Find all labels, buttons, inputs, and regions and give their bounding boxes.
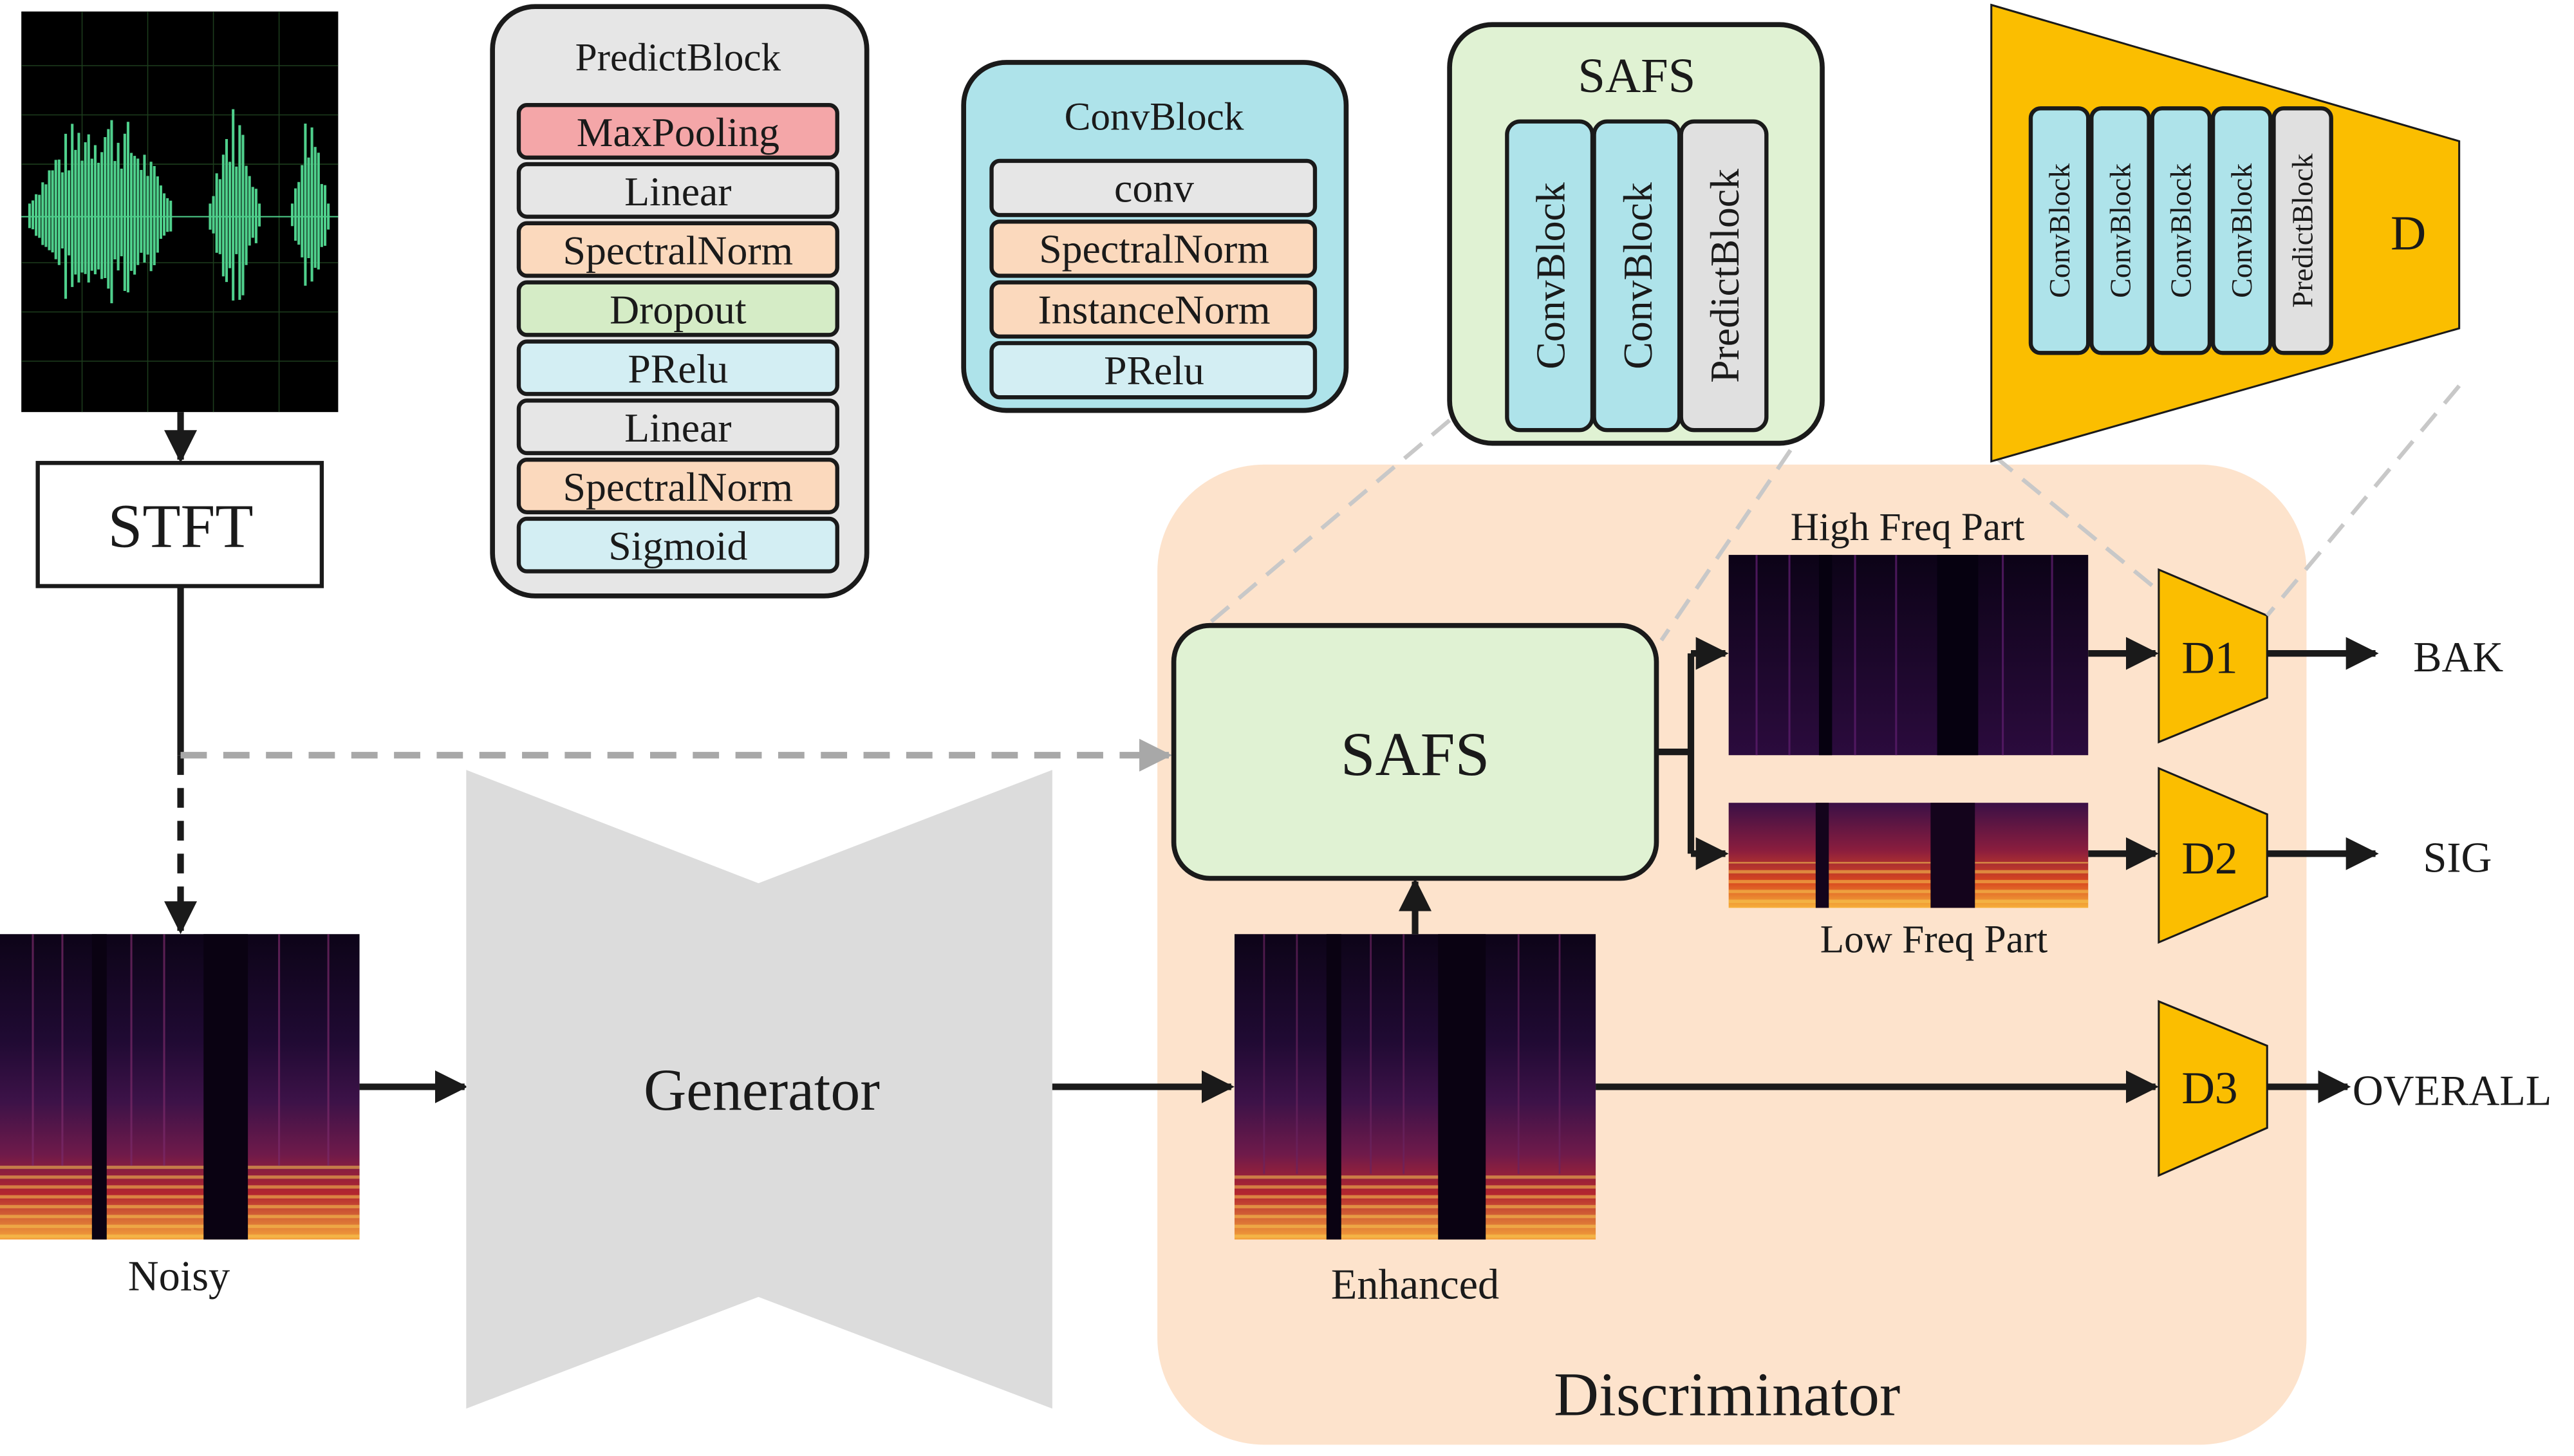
predict-layer: Sigmoid [516, 516, 839, 574]
conv-layer-label: SpectralNorm [1039, 226, 1269, 272]
predict-layer-label: SpectralNorm [563, 228, 794, 274]
d-detail-block: PredictBlock [2271, 106, 2333, 355]
predict-layer-label: Linear [624, 169, 731, 214]
sig-label: SIG [2423, 834, 2492, 881]
stft-label: STFT [107, 491, 253, 560]
safs-zoom-line-left [1205, 418, 1451, 628]
d-detail-block-label: ConvBlock [2043, 163, 2076, 298]
predict-layer-label: SpectralNorm [563, 464, 794, 510]
waveform-image [21, 11, 339, 413]
d-zoom-line-right [2265, 384, 2461, 617]
noisy-spectrogram [0, 934, 360, 1240]
d-detail-block: ConvBlock [2210, 106, 2273, 355]
conv-layer: PRelu [989, 341, 1318, 400]
d-detail-label: D [2391, 206, 2426, 261]
predict-layer: Dropout [516, 280, 839, 337]
d-detail-block-label: ConvBlock [2165, 163, 2197, 298]
predict-layer: SpectralNorm [516, 457, 839, 514]
d3-node: D3 [2158, 1000, 2268, 1177]
predict-block-panel: PredictBlock MaxPoolingLinearSpectralNor… [490, 4, 870, 599]
conv-block-title: ConvBlock [1065, 95, 1244, 138]
overall-label: OVERALL [2353, 1067, 2551, 1114]
d3-label: D3 [2181, 1063, 2237, 1114]
predict-layer: PRelu [516, 339, 839, 397]
predict-layer-label: MaxPooling [577, 109, 779, 155]
predict-layer: MaxPooling [516, 103, 839, 160]
safs-branch-line [1656, 653, 1695, 854]
bak-label: BAK [2413, 634, 2503, 681]
conv-layer: InstanceNorm [989, 280, 1318, 339]
d2-node: D2 [2158, 767, 2268, 944]
enhanced-spectrogram [1234, 934, 1596, 1240]
safs-zoom-line-right [1659, 419, 1813, 642]
predict-layer: Linear [516, 162, 839, 219]
d-detail-block-label: PredictBlock [2286, 153, 2318, 308]
discriminator-label: Discriminator [1554, 1360, 1900, 1429]
safs-detail-block: ConvBlock [1505, 119, 1595, 433]
predict-layer: Linear [516, 398, 839, 456]
safs-detail-block: PredictBlock [1679, 119, 1769, 433]
generator-body [466, 770, 1052, 1409]
d-detail-block-label: ConvBlock [2225, 163, 2258, 298]
conv-layer-label: PRelu [1104, 348, 1204, 393]
conv-layer-label: conv [1114, 165, 1194, 211]
predict-layer-label: Sigmoid [608, 523, 747, 569]
d2-label: D2 [2181, 833, 2237, 884]
predict-layer-label: PRelu [628, 346, 728, 391]
conv-layer-label: InstanceNorm [1038, 286, 1270, 332]
conv-layer: conv [989, 158, 1318, 218]
generator-label: Generator [644, 1057, 880, 1123]
safs-label: SAFS [1341, 720, 1490, 789]
d-detail-block: ConvBlock [2150, 106, 2212, 355]
conv-block-panel: ConvBlock convSpectralNormInstanceNormPR… [961, 60, 1349, 413]
d-detail-block: ConvBlock [2089, 106, 2151, 355]
d-detail-panel: D ConvBlock ConvBlock ConvBlock ConvBlock Pr… [1990, 3, 2461, 463]
safs-detail-block-label: PredictBlock [1702, 169, 1748, 383]
conv-layer: SpectralNorm [989, 219, 1318, 278]
d-detail-block-label: ConvBlock [2103, 163, 2136, 298]
safs-detail-block-label: ConvBlock [1615, 182, 1661, 369]
predict-block-title: PredictBlock [575, 36, 781, 80]
d1-node: D1 [2158, 568, 2268, 744]
d-detail-block: ConvBlock [2028, 106, 2091, 355]
safs-detail-panel: SAFS ConvBlock ConvBlock PredictBlock [1447, 22, 1825, 446]
enhanced-label: Enhanced [1331, 1261, 1499, 1308]
safs-detail-block-label: ConvBlock [1528, 182, 1574, 369]
d1-label: D1 [2181, 633, 2237, 684]
predict-layer-label: Dropout [610, 286, 747, 332]
low-freq-spectrogram [1728, 803, 2089, 908]
predict-layer: SpectralNorm [516, 221, 839, 278]
low-freq-label: Low Freq Part [1820, 917, 2048, 961]
noisy-label: Noisy [128, 1253, 230, 1300]
safs-detail-title: SAFS [1578, 48, 1695, 103]
high-freq-spectrogram [1728, 555, 2089, 756]
predict-layer-label: Linear [624, 405, 731, 451]
high-freq-label: High Freq Part [1791, 505, 2025, 549]
safs-detail-block: ConvBlock [1592, 119, 1682, 433]
